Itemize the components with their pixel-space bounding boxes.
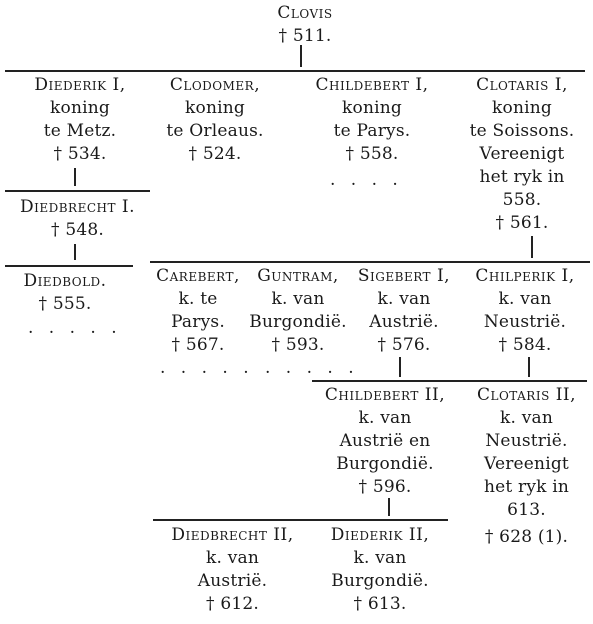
death-line: † 524. — [188, 144, 242, 164]
title-line: k. van — [206, 548, 259, 568]
node-guntram: Guntram, k. van Burgondië. † 593. — [243, 265, 353, 357]
death-line: † 613. — [353, 594, 407, 614]
place-line: Burgondië. — [331, 571, 429, 591]
death-line: † 548. — [51, 220, 104, 240]
death-line: † 567. — [171, 335, 225, 355]
name-diedbrecht-1: Diedbrecht I. — [19, 197, 136, 217]
ellipsis-diedbold: . . . . . — [28, 318, 122, 338]
connector-diedbrecht-1 — [74, 244, 76, 260]
generation-line-1 — [5, 70, 585, 72]
death-line: † 576. — [377, 335, 431, 355]
death-line: † 593. — [271, 335, 325, 355]
title-line: k. van — [353, 548, 407, 568]
title-line: k. van — [500, 408, 553, 428]
node-diedbrecht-2: Diedbrecht II, k. van Austrië. † 612. — [155, 524, 310, 616]
node-chilperik-1: Chilperik I, k. van Neustrië. † 584. — [460, 265, 590, 357]
death-line: † 628 (1). — [484, 527, 569, 547]
place-line: Neustrië. — [485, 431, 568, 451]
title-line: k. van — [271, 289, 325, 309]
place-line: te Orleaus. — [166, 121, 264, 141]
node-diedbrecht-1: Diedbrecht I. † 548. — [5, 196, 150, 242]
node-diederik-2: Diederik II, k. van Burgondië. † 613. — [310, 524, 450, 616]
name-guntram: Guntram, — [257, 266, 339, 286]
ellipsis-guntram: . . . . . — [265, 358, 359, 378]
place-line: Austrië. — [369, 312, 439, 332]
name-sigebert-1: Sigebert I, — [357, 266, 451, 286]
title-line: k. van — [498, 289, 552, 309]
place-line: te Parys. — [333, 121, 411, 141]
death-line: † 558. — [345, 144, 399, 164]
connector-diederik-1 — [74, 168, 76, 186]
generation-line-4 — [153, 519, 448, 521]
node-clodomer: Clodomer, koning te Orleaus. † 524. — [150, 74, 280, 166]
node-clotaris-2: Clotaris II, k. van Neustrië. Vereenigt … — [460, 384, 593, 549]
name-diederik-1: Diederik I, — [34, 75, 126, 95]
place-line: Burgondië. — [249, 312, 347, 332]
title-line: koning — [185, 98, 245, 118]
title-line: koning — [342, 98, 402, 118]
connector-clotaris-1 — [531, 236, 533, 258]
note-line: 613. — [507, 500, 546, 520]
title-line: k. te — [178, 289, 218, 309]
name-childebert-2: Childebert II, — [324, 385, 446, 405]
place-line: Austrië. — [197, 571, 268, 591]
name-diedbrecht-2: Diedbrecht II, — [171, 525, 294, 545]
ellipsis-childebert-1: . . . . — [330, 170, 403, 190]
note-line: het ryk in — [479, 167, 565, 187]
line-diedbrecht-1-children — [5, 265, 133, 267]
node-clovis: Clovis † 511. — [255, 2, 355, 48]
node-diederik-1: Diederik I, koning te Metz. † 534. — [5, 74, 155, 166]
node-childebert-2: Childebert II, k. van Austrië en Burgond… — [310, 384, 460, 499]
death-clovis: † 511. — [278, 26, 332, 46]
note-line: 558. — [502, 190, 542, 210]
node-sigebert-1: Sigebert I, k. van Austrië. † 576. — [348, 265, 460, 357]
generation-line-3 — [312, 380, 587, 382]
title-line: k. van — [358, 408, 412, 428]
place-line: Austrië en — [339, 431, 431, 451]
title-line: koning — [492, 98, 552, 118]
name-diederik-2: Diederik II, — [330, 525, 430, 545]
ellipsis-carebert: . . . . . — [160, 358, 254, 378]
name-clotaris-2: Clotaris II, — [476, 385, 577, 405]
node-diedbold: Diedbold. † 555. — [5, 270, 125, 316]
place-line: te Soissons. — [469, 121, 575, 141]
node-childebert-1: Childebert I, koning te Parys. † 558. — [292, 74, 452, 166]
death-line: † 612. — [206, 594, 259, 614]
death-line: † 555. — [38, 294, 92, 314]
name-childebert-1: Childebert I, — [315, 75, 429, 95]
node-clotaris-1: Clotaris I, koning te Soissons. Vereenig… — [452, 74, 592, 235]
connector-chilperik-1 — [528, 357, 530, 377]
place-line: Burgondië. — [336, 454, 434, 474]
name-diedbold: Diedbold. — [23, 271, 107, 291]
line-diederik-1-children — [5, 190, 150, 192]
note-line: het ryk in — [483, 477, 570, 497]
name-chilperik-1: Chilperik I, — [475, 266, 575, 286]
name-clotaris-1: Clotaris I, — [476, 75, 568, 95]
name-clodomer: Clodomer, — [169, 75, 261, 95]
death-line: † 596. — [358, 477, 412, 497]
place-line: te Metz. — [43, 121, 117, 141]
note-line: Vereenigt — [479, 144, 565, 164]
place-line: Neustrië. — [483, 312, 567, 332]
name-clovis: Clovis — [277, 3, 333, 23]
title-line: koning — [50, 98, 110, 118]
death-line: † 534. — [53, 144, 107, 164]
name-carebert: Carebert, — [156, 266, 240, 286]
node-carebert: Carebert, k. te Parys. † 567. — [143, 265, 253, 357]
note-line: Vereenigt — [484, 454, 569, 474]
connector-clovis — [300, 45, 302, 67]
connector-sigebert-1 — [399, 357, 401, 377]
generation-line-2 — [150, 261, 590, 263]
connector-childebert-2 — [388, 498, 390, 516]
place-line: Parys. — [171, 312, 225, 332]
death-line: † 561. — [495, 213, 549, 233]
title-line: k. van — [377, 289, 431, 309]
death-line: † 584. — [498, 335, 552, 355]
